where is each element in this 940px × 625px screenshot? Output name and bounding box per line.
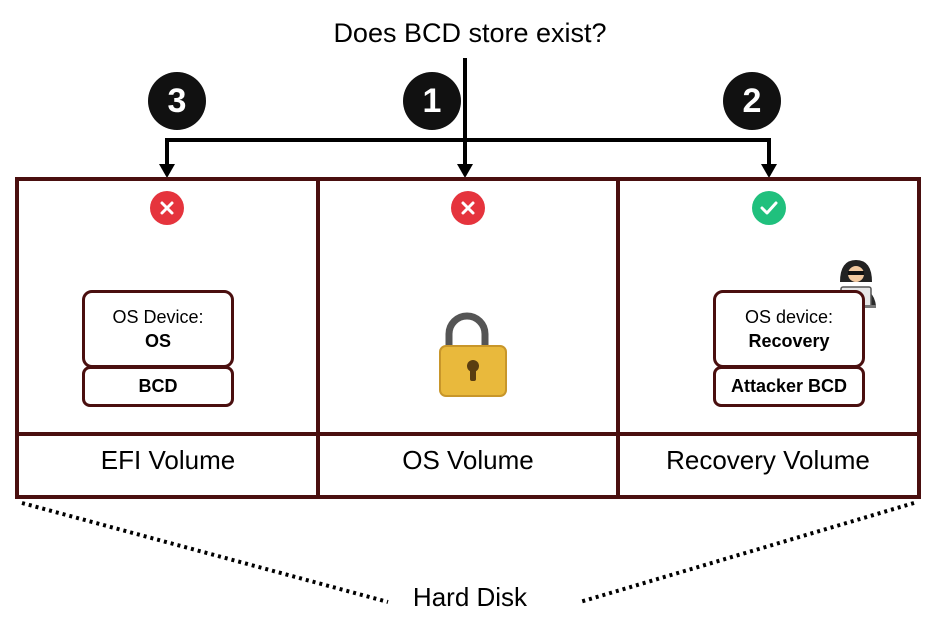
efi-bcd-store: BCD	[82, 366, 234, 407]
recovery-bcd-store: Attacker BCD	[713, 366, 865, 407]
efi-device-value: OS	[144, 331, 171, 351]
step-3-marker: 3	[148, 72, 206, 130]
disk-pointer-right	[579, 501, 915, 604]
efi-fail-icon	[150, 191, 184, 225]
query-question: Does BCD store exist?	[333, 18, 607, 48]
step-2-marker: 2	[723, 72, 781, 130]
os-volume-label: OS Volume	[402, 445, 534, 475]
disk-outline	[15, 177, 921, 499]
recovery-volume-label: Recovery Volume	[666, 445, 870, 475]
recovery-bcd-device-box: OS device: Recovery	[713, 290, 865, 368]
recovery-device-value: Recovery	[748, 331, 830, 351]
arrow-to-os	[457, 138, 473, 178]
efi-volume-label: EFI Volume	[100, 445, 236, 475]
step-1-marker: 1	[403, 72, 461, 130]
padlock-icon	[439, 312, 507, 397]
recovery-success-icon	[752, 191, 786, 225]
hard-disk-label: Hard Disk	[412, 582, 528, 612]
recovery-device-label: OS device:	[744, 307, 834, 327]
disk-pointer-left	[21, 501, 389, 604]
arrow-to-efi	[159, 138, 175, 178]
os-fail-icon	[451, 191, 485, 225]
arrow-to-recovery	[761, 138, 777, 178]
efi-bcd-device-box: OS Device: OS	[82, 290, 234, 368]
efi-device-label: OS Device:	[112, 307, 204, 327]
